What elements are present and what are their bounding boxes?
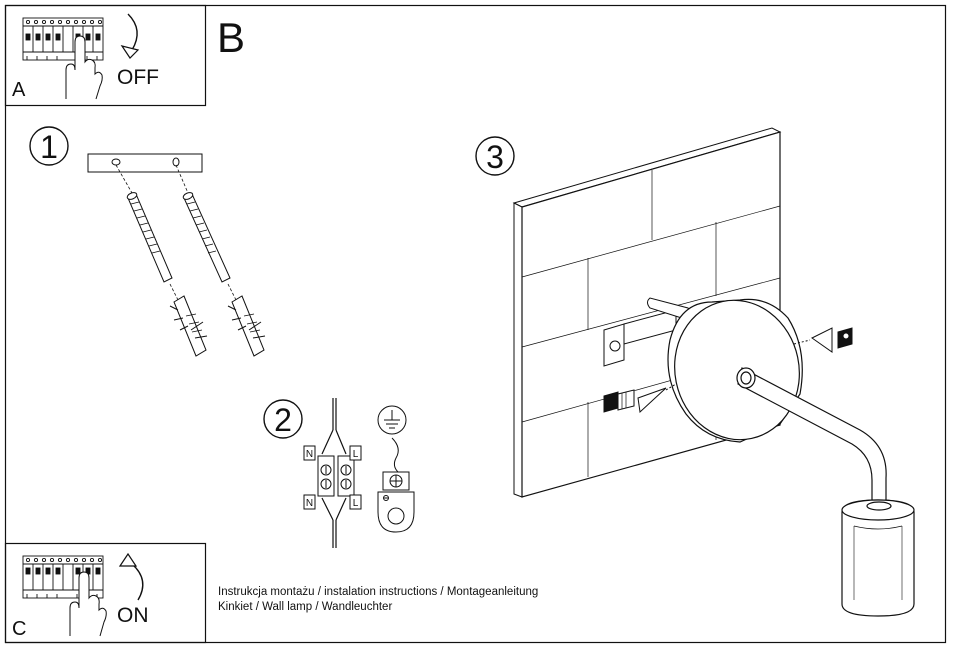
- panel-c: C ON: [4, 542, 207, 644]
- screw-left: [126, 192, 173, 283]
- lamp-socket: [841, 499, 915, 617]
- lamp-arm: [736, 367, 887, 509]
- hand-icon-c: [69, 571, 107, 637]
- terminal-n-bottom: N: [306, 498, 313, 509]
- canopy: [667, 298, 803, 443]
- wall-plug-right: [227, 295, 266, 357]
- sheet-border: [4, 4, 947, 644]
- ground-symbol-icon: [377, 405, 407, 435]
- panel-a-letter: A: [12, 79, 26, 101]
- mounting-bracket: [603, 297, 692, 367]
- hand-icon: [65, 35, 103, 100]
- arrow-head: [120, 45, 140, 59]
- terminal-n-top: N: [306, 449, 313, 460]
- panel-a: A OFF: [4, 4, 207, 107]
- step-3: 3: [475, 127, 915, 617]
- step-3-number: 3: [486, 139, 504, 175]
- terminal-l-bottom: L: [353, 498, 359, 509]
- step-2: 2 N L N L: [263, 398, 415, 548]
- off-label: OFF: [117, 66, 159, 89]
- curved-arrow-icon: [127, 13, 138, 51]
- circuit-breaker-icon: [22, 17, 104, 61]
- screw-right: [182, 192, 231, 283]
- panel-c-letter: C: [12, 618, 26, 640]
- step-1: 1: [29, 126, 266, 357]
- supply-wires: [321, 398, 347, 548]
- screw-left-bolt: [603, 383, 677, 414]
- step-2-number: 2: [274, 402, 292, 438]
- caption-title: Instrukcja montażu / instalation instruc…: [218, 586, 539, 598]
- ground-wire: [391, 437, 399, 473]
- panel-b-letter: B: [217, 14, 245, 61]
- caption-product: Kinkiet / Wall lamp / Wandleuchter: [218, 601, 393, 613]
- curved-arrow-icon-c: [131, 563, 144, 601]
- ceiling-plate: [87, 153, 203, 173]
- arrow-head-c: [118, 552, 138, 567]
- wall-plug-left: [169, 295, 208, 357]
- circuit-breaker-icon-c: [22, 555, 104, 599]
- terminal-l-top: L: [353, 449, 359, 460]
- terminal-block: [317, 455, 355, 497]
- ground-terminal: [377, 471, 415, 533]
- screw-right-bolt: [793, 327, 853, 353]
- on-label: ON: [117, 604, 149, 627]
- terminal-labels: [303, 445, 362, 510]
- step-1-number: 1: [40, 129, 58, 165]
